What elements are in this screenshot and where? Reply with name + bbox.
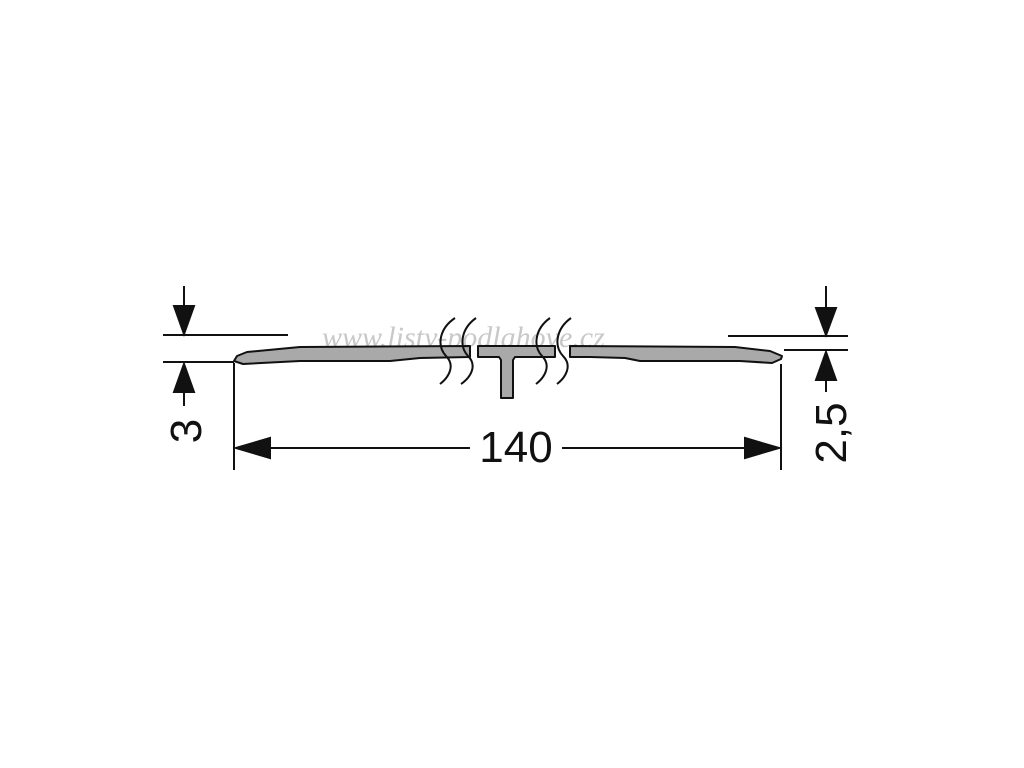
break-line-3 — [535, 317, 551, 385]
profile-left-section — [233, 345, 471, 365]
width-left-arrowhead — [232, 436, 271, 460]
break-line-1 — [439, 317, 456, 385]
left-thickness-dimension — [163, 286, 288, 406]
right-thickness-dimension — [728, 286, 848, 392]
width-label: 140 — [479, 423, 552, 472]
profile-middle-section — [477, 345, 556, 399]
break-line-4 — [556, 317, 572, 385]
right-top-arrowhead — [814, 307, 838, 338]
break-lines — [439, 317, 572, 385]
left-thickness-label: 3 — [162, 419, 211, 443]
width-dimension — [232, 363, 783, 470]
left-bottom-arrowhead — [172, 361, 196, 393]
left-top-arrowhead — [172, 305, 196, 337]
width-right-arrowhead — [744, 436, 783, 460]
right-thickness-label: 2,5 — [807, 402, 856, 463]
right-bottom-arrowhead — [814, 349, 838, 381]
break-line-2 — [460, 317, 477, 385]
profile-right-section — [569, 345, 783, 364]
